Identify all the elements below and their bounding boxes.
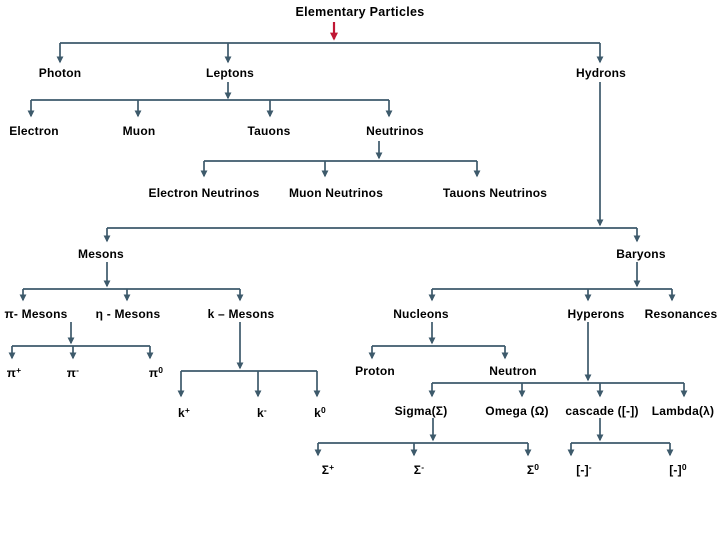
pi-plus-sup: + xyxy=(16,364,22,375)
pi-minus-base: π xyxy=(66,366,77,380)
sigma-zero-sup: 0 xyxy=(534,461,540,472)
node-sigma: Sigma(Σ) xyxy=(394,404,448,418)
node-photon: Photon xyxy=(38,66,82,80)
node-pi-zero: π0 xyxy=(148,364,164,381)
connector-sigma xyxy=(314,418,532,457)
node-hydrons: Hydrons xyxy=(575,66,627,80)
cascade-minus-sup: - xyxy=(588,461,592,472)
node-pi-minus: π- xyxy=(66,364,80,381)
sigma-minus-sup: - xyxy=(421,461,425,472)
node-tauons-neutrinos: Tauons Neutrinos xyxy=(442,186,548,200)
node-hyperons: Hyperons xyxy=(567,307,625,321)
k-zero-sup: 0 xyxy=(320,404,326,415)
connector-mesons xyxy=(19,262,244,302)
connector-root-level xyxy=(56,42,604,64)
node-baryons: Baryons xyxy=(616,247,666,261)
cascade-minus-base: [-] xyxy=(576,463,589,477)
node-omega: Omega (Ω) xyxy=(485,404,549,418)
node-tauons: Tauons xyxy=(247,124,291,138)
node-resonances: Resonances xyxy=(644,307,718,321)
node-cascade: cascade ([-]) xyxy=(565,404,639,418)
k-minus-base: k xyxy=(257,406,264,420)
pi-minus-sup: - xyxy=(76,364,80,375)
node-sigma-zero: Σ0 xyxy=(526,461,540,478)
pi-zero-base: π xyxy=(148,366,159,380)
node-cascade-minus: [-]- xyxy=(576,461,592,478)
connector-nucleons xyxy=(368,322,509,360)
node-mesons: Mesons xyxy=(78,247,124,261)
node-k-zero: k0 xyxy=(314,404,326,421)
sigma-plus-base: Σ xyxy=(321,463,330,477)
node-nucleons: Nucleons xyxy=(393,307,449,321)
node-lambda: Lambda(λ) xyxy=(651,404,715,418)
connector-neutrinos xyxy=(200,141,481,178)
node-pi-mesons: π- Mesons xyxy=(4,307,68,321)
k-minus-sup: - xyxy=(263,404,267,415)
node-muon: Muon xyxy=(122,124,156,138)
node-k-mesons: k – Mesons xyxy=(207,307,275,321)
node-sigma-plus: Σ+ xyxy=(321,461,335,478)
node-electron-neutrinos: Electron Neutrinos xyxy=(148,186,260,200)
k-plus-base: k xyxy=(177,406,185,420)
node-k-plus: k+ xyxy=(177,404,191,421)
node-sigma-minus: Σ- xyxy=(413,461,425,478)
pi-plus-base: π xyxy=(6,366,17,380)
cascade-zero-base: [-] xyxy=(669,463,682,477)
sigma-zero-base: Σ xyxy=(526,463,535,477)
node-neutrinos: Neutrinos xyxy=(366,124,424,138)
diagram-title: Elementary Particles xyxy=(295,5,425,19)
sigma-minus-base: Σ xyxy=(413,463,422,477)
k-plus-sup: + xyxy=(184,404,191,415)
connector-hyperons xyxy=(428,322,688,398)
node-pi-plus: π+ xyxy=(6,364,22,381)
connector-baryons xyxy=(428,262,676,302)
node-cascade-zero: [-]0 xyxy=(669,461,687,478)
node-electron: Electron xyxy=(9,124,59,138)
node-proton: Proton xyxy=(355,364,395,378)
connector-hydrons xyxy=(103,82,641,243)
node-muon-neutrinos: Muon Neutrinos xyxy=(288,186,384,200)
sigma-plus-sup: + xyxy=(329,461,335,472)
connector-leptons xyxy=(27,82,393,118)
k-zero-base: k xyxy=(314,406,321,420)
pi-zero-sup: 0 xyxy=(158,364,164,375)
node-k-minus: k- xyxy=(257,404,267,421)
node-leptons: Leptons xyxy=(205,66,255,80)
connector-cascade xyxy=(567,418,674,457)
connector-pi-mesons xyxy=(8,322,154,360)
cascade-zero-sup: 0 xyxy=(681,461,687,472)
node-eta-mesons: η - Mesons xyxy=(95,307,161,321)
connector-k-mesons xyxy=(177,322,321,398)
node-neutron: Neutron xyxy=(489,364,537,378)
